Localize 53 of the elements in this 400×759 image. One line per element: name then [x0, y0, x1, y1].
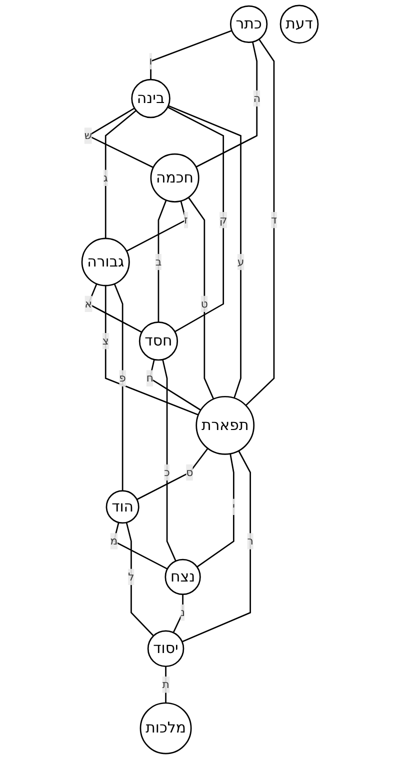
node-circle: תפארת [196, 396, 255, 455]
edge-label: ת [162, 678, 170, 691]
node-circle: חכמה [150, 153, 200, 202]
connector [126, 200, 187, 252]
node-circle: חסד [138, 322, 178, 361]
edge-label: ר [247, 534, 254, 548]
edge-label: נ [180, 606, 185, 619]
connector [182, 450, 251, 642]
node-circle: נצח [164, 558, 201, 595]
connector [188, 197, 214, 400]
connector [196, 42, 258, 168]
edge-label: ק [219, 213, 228, 226]
edge-label: ע [237, 255, 244, 268]
edge-label: א [84, 297, 92, 310]
node-circle: הוד [106, 490, 140, 524]
edge-label: ו [149, 54, 152, 68]
edge-label: ד [271, 213, 277, 226]
connector [165, 666, 166, 703]
connector [196, 454, 234, 568]
edge-label: ל [128, 570, 134, 584]
connector [245, 38, 275, 406]
node-circle: גבורה [81, 238, 130, 286]
node-circle: בינה [131, 78, 170, 118]
node-circle: מלכות [140, 702, 192, 754]
node-circle: כתר [230, 5, 268, 43]
connector [104, 110, 137, 238]
node-circle: יסוד [147, 630, 184, 668]
connector [126, 522, 154, 636]
edge-label: צ [102, 334, 109, 348]
connector [104, 286, 199, 416]
connector [149, 359, 202, 411]
connector [136, 448, 208, 500]
edge-label: פ [119, 372, 126, 384]
edge-label: ז [184, 213, 188, 226]
connector [167, 106, 224, 332]
connector [162, 359, 176, 562]
connector [172, 594, 184, 633]
connector [158, 200, 167, 322]
edge-label: מ [110, 534, 118, 548]
connector [114, 284, 124, 491]
edge-label: ס [186, 466, 194, 479]
connector [168, 105, 242, 398]
edge-label: ש [84, 128, 92, 142]
edge-label: ח [146, 372, 154, 384]
edge-label: י [232, 500, 235, 513]
connector [113, 522, 168, 570]
edge-label: ה [253, 92, 260, 105]
edge-label: כ [164, 466, 170, 479]
edge-label: ג [103, 171, 108, 184]
node-circle: דעת [280, 4, 319, 44]
edge-label: ב [155, 255, 162, 268]
connector [150, 30, 232, 80]
edge-label: ט [200, 297, 208, 310]
